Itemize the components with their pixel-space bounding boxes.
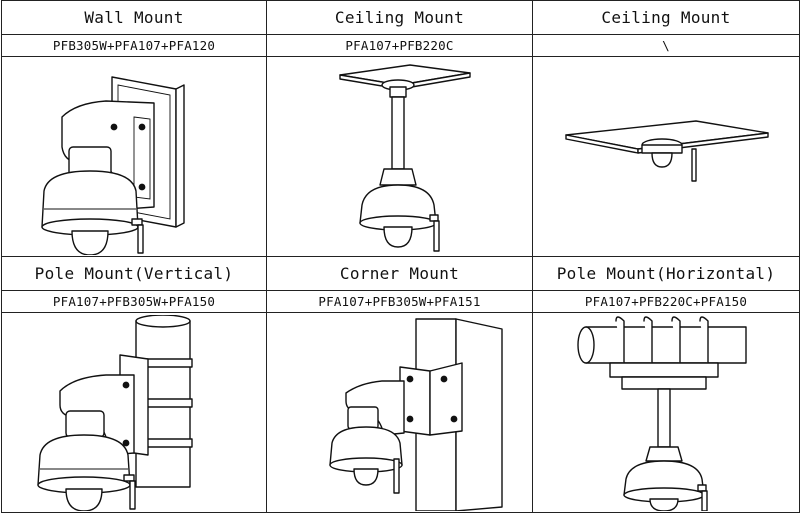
header-row-bottom: Pole Mount(Vertical) Corner Mount Pole M… — [1, 256, 800, 291]
corner-mount-illustration-cell — [266, 312, 533, 513]
code-row-bottom: PFA107+PFB305W+PFA150 PFA107+PFB305W+PFA… — [1, 290, 800, 313]
illustration-row-bottom — [1, 312, 800, 513]
wall-mount-illustration-cell — [1, 56, 267, 257]
header-row-top: Wall Mount Ceiling Mount Ceiling Mount — [1, 0, 800, 35]
mount-title: Corner Mount — [266, 256, 533, 291]
mount-title: Ceiling Mount — [532, 0, 800, 35]
code-row-top: PFB305W+PFA107+PFA120 PFA107+PFB220C \ — [1, 34, 800, 57]
mount-title: Wall Mount — [1, 0, 267, 35]
ceiling-flush-mount-illustration-cell — [532, 56, 800, 257]
pole-horizontal-mount-illustration-cell — [532, 312, 800, 513]
wall-mount-illustration — [41, 75, 185, 255]
illustration-row-top — [1, 56, 800, 257]
pole-vertical-mount-illustration — [37, 314, 193, 511]
ceiling-flush-mount-illustration — [565, 119, 769, 182]
mount-title: Pole Mount(Horizontal) — [532, 256, 800, 291]
mount-code: PFB305W+PFA107+PFA120 — [1, 34, 267, 57]
mount-code: PFA107+PFB220C+PFA150 — [532, 290, 800, 313]
pole-vertical-mount-illustration-cell — [1, 312, 267, 513]
corner-mount-illustration — [328, 317, 503, 511]
mount-code: \ — [532, 34, 800, 57]
mount-code: PFA107+PFB220C — [266, 34, 533, 57]
mount-title: Ceiling Mount — [266, 0, 533, 35]
ceiling-pendant-mount-illustration-cell — [266, 56, 533, 257]
mount-title: Pole Mount(Vertical) — [1, 256, 267, 291]
mount-code: PFA107+PFB305W+PFA150 — [1, 290, 267, 313]
pole-horizontal-mount-illustration — [577, 315, 747, 511]
mount-code: PFA107+PFB305W+PFA151 — [266, 290, 533, 313]
ceiling-pendant-mount-illustration — [338, 63, 471, 252]
